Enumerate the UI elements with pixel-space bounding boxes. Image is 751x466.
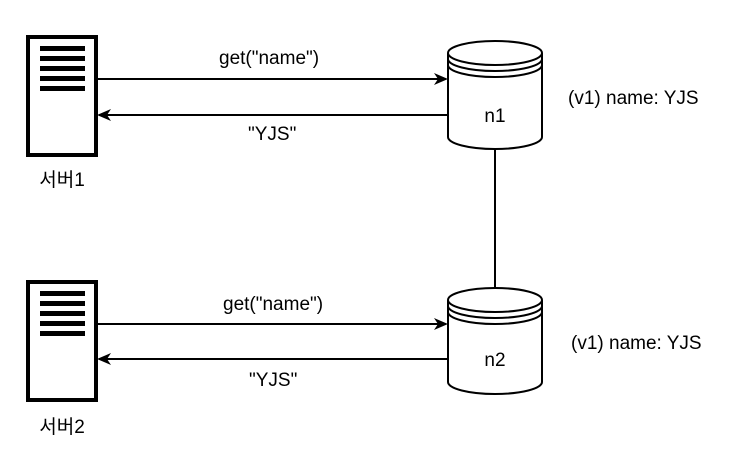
server-1-icon xyxy=(26,35,98,157)
node-n2-value: (v1) name: YJS xyxy=(571,333,702,354)
database-n1-icon xyxy=(447,40,543,150)
response-label-2: "YJS" xyxy=(249,370,298,391)
server-2-label: 서버2 xyxy=(39,417,85,438)
node-n2-label: n2 xyxy=(484,350,506,371)
response-label-1: "YJS" xyxy=(248,124,297,145)
node-n1-value: (v1) name: YJS xyxy=(568,88,699,109)
server-2-icon xyxy=(26,280,98,402)
database-n2-icon xyxy=(447,287,543,395)
node-n1-label: n1 xyxy=(484,106,506,127)
server-1-label: 서버1 xyxy=(39,170,85,191)
request-label-1: get("name") xyxy=(219,48,320,69)
request-label-2: get("name") xyxy=(223,294,324,315)
